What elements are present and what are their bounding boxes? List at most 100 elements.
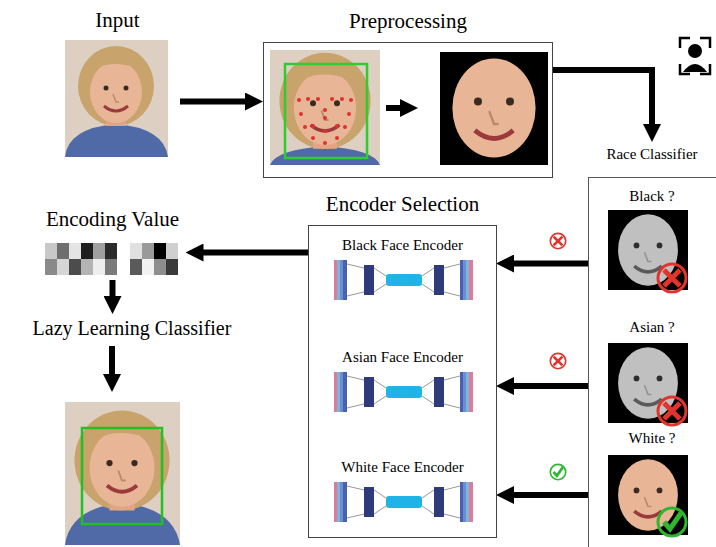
autoencoder-icon: [334, 372, 473, 412]
landmark: [299, 112, 303, 116]
detection-box: [285, 64, 367, 158]
flow-arrow: [510, 261, 588, 267]
head: [279, 53, 370, 149]
panel-frame: [588, 177, 716, 547]
box-heading: Encoder Selection: [326, 190, 479, 217]
classifier-step: Lazy Learning Classifier: [12, 314, 252, 344]
accept-mark: [550, 464, 565, 479]
cell: [69, 259, 81, 275]
cell: [154, 243, 166, 259]
race-option: Asian ?: [588, 316, 716, 426]
input-photo: [65, 40, 168, 157]
flow-arrow: [510, 383, 588, 389]
node-label: Black Face Encoder: [342, 234, 463, 254]
cell: [154, 259, 166, 275]
encoder-item: Asian Face Encoder: [309, 346, 496, 426]
reject-mark: [550, 353, 565, 368]
landmark: [323, 108, 327, 112]
cell: [166, 243, 178, 259]
cell: [130, 259, 142, 275]
landmark: [340, 97, 344, 101]
output-photo: [65, 402, 180, 545]
encoder-item: Black Face Encoder: [309, 234, 496, 314]
cell: [130, 243, 142, 259]
cell: [57, 259, 69, 275]
landmark: [343, 125, 347, 129]
node-label: Lazy Learning Classifier: [33, 314, 232, 340]
landmark: [303, 125, 307, 129]
flow-arrow: [553, 70, 652, 128]
landmark-photo: [270, 50, 380, 165]
step-arrow: [386, 105, 404, 111]
autoencoder-icon: [334, 482, 473, 522]
node-label: Input: [95, 6, 139, 33]
landmark: [311, 124, 315, 128]
landmark: [347, 112, 351, 116]
scan-corners: [680, 38, 710, 74]
head: [75, 411, 170, 511]
landmark: [316, 97, 320, 101]
cell: [45, 243, 57, 259]
box-heading: Preprocessing: [349, 7, 467, 34]
node-label: White Face Encoder: [341, 456, 463, 476]
landmark: [335, 136, 339, 140]
reject-mark: [658, 264, 686, 292]
landmark: [323, 116, 327, 120]
cell: [166, 259, 178, 275]
autoencoder-icon: [334, 260, 473, 300]
landmark: [323, 129, 327, 133]
node-label: Encoding Value: [46, 205, 179, 232]
cell: [81, 259, 93, 275]
jacket: [65, 124, 168, 157]
accept-mark: [658, 508, 686, 536]
face-scan-icon: [680, 38, 710, 74]
encoder-item: White Face Encoder: [309, 456, 496, 534]
cell: [142, 259, 154, 275]
cell: [69, 243, 81, 259]
face-crop: [608, 455, 688, 535]
race-option: White ?: [588, 427, 716, 543]
flow-arrow: [510, 492, 588, 498]
node-label: Race Classifier: [606, 143, 697, 163]
cell: [81, 243, 93, 259]
node-label: Asian Face Encoder: [342, 346, 463, 366]
photo-ground: [65, 40, 168, 157]
reject-mark: [550, 233, 565, 248]
jacket: [270, 146, 380, 165]
landmark: [335, 124, 339, 128]
landmark: [330, 97, 334, 101]
input-node: Input: [55, 6, 180, 161]
landmark-dots: [297, 97, 353, 145]
cell: [93, 243, 105, 259]
face-crop: [608, 210, 688, 290]
classifier-panel: Race ClassifierBlack ? Asian ?White ?: [588, 143, 716, 547]
process-box: Preprocessing: [263, 42, 553, 178]
landmark: [323, 141, 327, 145]
race-option: Black ?: [588, 185, 716, 293]
encoding-cells: [45, 243, 178, 275]
recognition-box: [82, 428, 162, 524]
icon-head: [688, 44, 702, 58]
photo-ground: [270, 50, 380, 165]
cell: [105, 259, 117, 275]
crop-ground: [440, 52, 548, 165]
cell: [142, 243, 154, 259]
cell: [93, 259, 105, 275]
landmark: [349, 98, 353, 102]
node-label: White ?: [628, 427, 675, 447]
color-face: [618, 459, 678, 530]
icon-body: [683, 64, 707, 72]
cropped-face: [452, 58, 535, 157]
photo-ground: [65, 402, 180, 545]
cell: [45, 259, 57, 275]
encoder-box: Encoder SelectionBlack Face EncoderAsian…: [308, 225, 497, 538]
landmark: [297, 98, 301, 102]
landmark: [311, 136, 315, 140]
head: [78, 46, 154, 126]
cell: [57, 243, 69, 259]
cell: [105, 243, 117, 259]
flow-arrow: [180, 99, 249, 105]
flow-arrow: [200, 250, 309, 256]
step-arrow: [109, 346, 115, 378]
